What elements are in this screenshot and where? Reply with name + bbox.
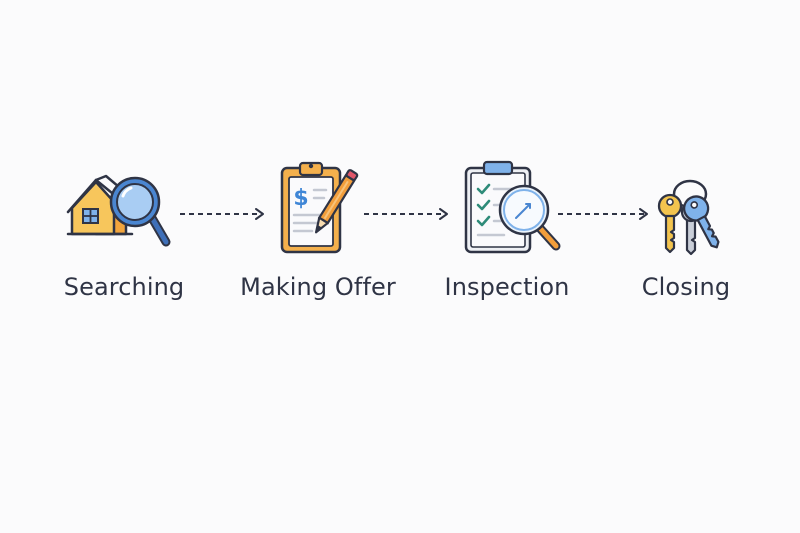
- dashed-arrow-1: [180, 205, 268, 227]
- step-label-inspection: Inspection: [444, 273, 570, 301]
- step-label-making-offer: Making Offer: [240, 273, 396, 301]
- house-magnifier-icon: [66, 174, 174, 250]
- svg-text:$: $: [293, 186, 308, 211]
- step-label-closing: Closing: [641, 273, 731, 301]
- step-label-searching: Searching: [63, 273, 185, 301]
- checklist-magnifier-icon: [464, 160, 564, 254]
- dashed-arrow-2: [364, 205, 452, 227]
- keys-icon: [654, 172, 726, 256]
- dashed-arrow-3: [558, 205, 652, 227]
- clipboard-dollar-pencil-icon: $: [280, 160, 364, 256]
